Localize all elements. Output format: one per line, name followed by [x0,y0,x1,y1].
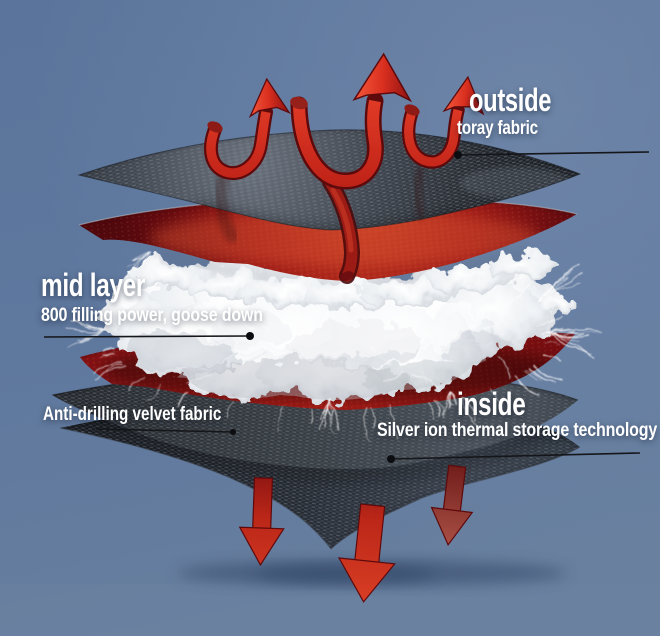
down-arrow-right-icon [430,464,474,547]
anti-drilling-anchor-dot [230,429,236,435]
mid-layer-subtitle: 800 filling power, goose down [41,304,263,326]
anti-drilling-leader-line [95,428,234,433]
inside-anchor-dot [387,455,395,463]
outside-anchor-dot [454,151,462,159]
up-arrow-right-icon [401,75,485,220]
breathability-up-arrows-icon [204,52,485,284]
layer-red-outer-fabric [78,196,578,281]
up-arrow-left-icon [204,77,291,243]
mid-layer-title: mid layer [41,267,146,303]
anti-drilling-label: Anti-drilling velvet fabric [43,403,222,425]
annotation-dots [230,151,462,463]
outside-subtitle: toray fabric [457,117,538,139]
mid-layer-anchor-dot [246,332,254,340]
warmth-down-arrows-icon [238,464,474,603]
outside-title: outside [469,82,552,118]
annotation-lines [43,151,650,460]
up-arrow-middle-icon [290,52,413,284]
down-top-fringe [130,253,578,316]
inside-subtitle: Silver ion thermal storage technology [377,419,658,441]
inside-leader-line [390,452,641,460]
down-arrow-middle-icon [337,503,396,603]
velvet-sheet-shadow-on-lining [60,399,580,480]
outside-label: outside toray fabric [457,82,580,139]
down-arrow-left-icon [238,477,285,567]
inside-label: inside Silver ion thermal storage techno… [377,386,660,441]
mid-layer-leader-line [43,335,251,338]
outside-leader-line [457,151,650,156]
inside-title: inside [457,386,526,422]
mid-layer-label: mid layer 800 filling power, goose down [41,269,312,326]
